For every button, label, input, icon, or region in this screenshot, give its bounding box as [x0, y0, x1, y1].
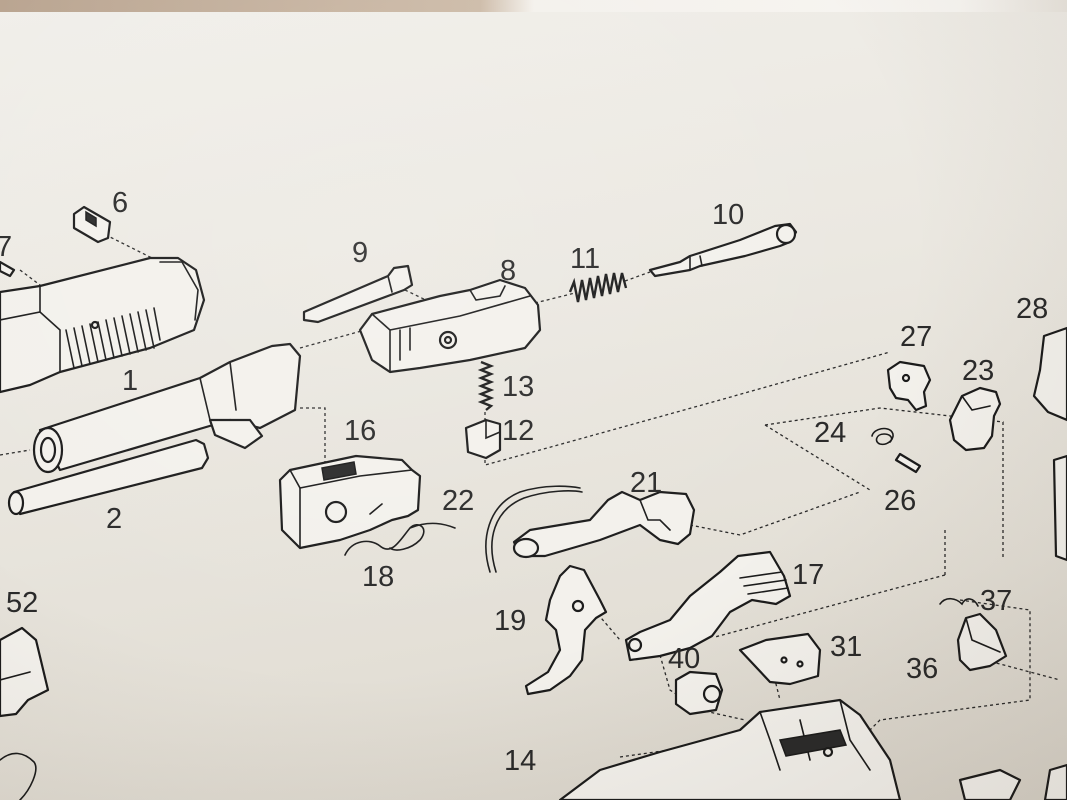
callout-36: 36 — [906, 653, 938, 685]
callout-24: 24 — [814, 417, 846, 449]
callout-7: 7 — [0, 231, 12, 263]
callout-22: 22 — [442, 485, 474, 517]
callout-19: 19 — [494, 605, 526, 637]
part-19-trigger — [524, 564, 608, 696]
part-1-barrel — [32, 342, 302, 474]
part-10-firing-pin — [648, 222, 798, 278]
part-14-frame — [558, 698, 902, 800]
part-9-extractor — [302, 264, 414, 324]
part-22-spring — [485, 485, 583, 573]
callout-2: 2 — [106, 503, 122, 535]
part-37-spring — [939, 597, 979, 607]
part-11-spring — [568, 272, 628, 303]
callout-27: 27 — [900, 321, 932, 353]
callout-18: 18 — [362, 561, 394, 593]
photo-top-edge — [0, 0, 1067, 12]
part-31 — [738, 632, 822, 686]
callout-21: 21 — [630, 467, 662, 499]
part-23 — [948, 386, 1002, 452]
part-7-pin — [0, 260, 16, 278]
part-6-front-sight — [72, 205, 112, 244]
part-12-block — [464, 418, 502, 460]
slide-serrations — [65, 307, 161, 369]
callout-13: 13 — [502, 371, 534, 403]
callout-14: 14 — [504, 745, 536, 777]
part-21-trigger-bar — [512, 490, 696, 559]
callout-6: 6 — [112, 187, 128, 219]
part-52 — [0, 626, 50, 800]
callout-16: 16 — [344, 415, 376, 447]
part-8-slide-block — [358, 278, 542, 374]
part-13-spring — [477, 360, 495, 411]
part-27 — [886, 360, 932, 412]
part-36 — [956, 612, 1008, 672]
part-40 — [674, 670, 724, 716]
callout-9: 9 — [352, 237, 368, 269]
callout-37: 37 — [980, 585, 1012, 617]
part-frame-right — [958, 763, 1067, 800]
callout-28: 28 — [1016, 293, 1048, 325]
callout-labels: 6 7 1 2 9 8 11 10 13 12 16 18 22 21 19 1… — [0, 187, 1048, 777]
callout-52: 52 — [6, 587, 38, 619]
callout-17: 17 — [792, 559, 824, 591]
part-16-breech-block — [278, 454, 422, 550]
callout-10: 10 — [712, 199, 744, 231]
callout-40: 40 — [668, 643, 700, 675]
part-18-spring-wire — [344, 522, 456, 556]
part-17-lever — [624, 550, 792, 662]
callout-31: 31 — [830, 631, 862, 663]
callout-23: 23 — [962, 355, 994, 387]
callout-1: 1 — [122, 365, 138, 397]
part-2-guide-rod — [7, 438, 210, 516]
part-24-spring — [871, 427, 894, 446]
callout-26: 26 — [884, 485, 916, 517]
part-26-pin — [894, 452, 922, 474]
callout-11: 11 — [570, 243, 600, 275]
part-1-slide — [0, 256, 206, 394]
callout-8: 8 — [500, 255, 516, 287]
callout-12: 12 — [502, 415, 534, 447]
part-28 — [1032, 326, 1067, 562]
